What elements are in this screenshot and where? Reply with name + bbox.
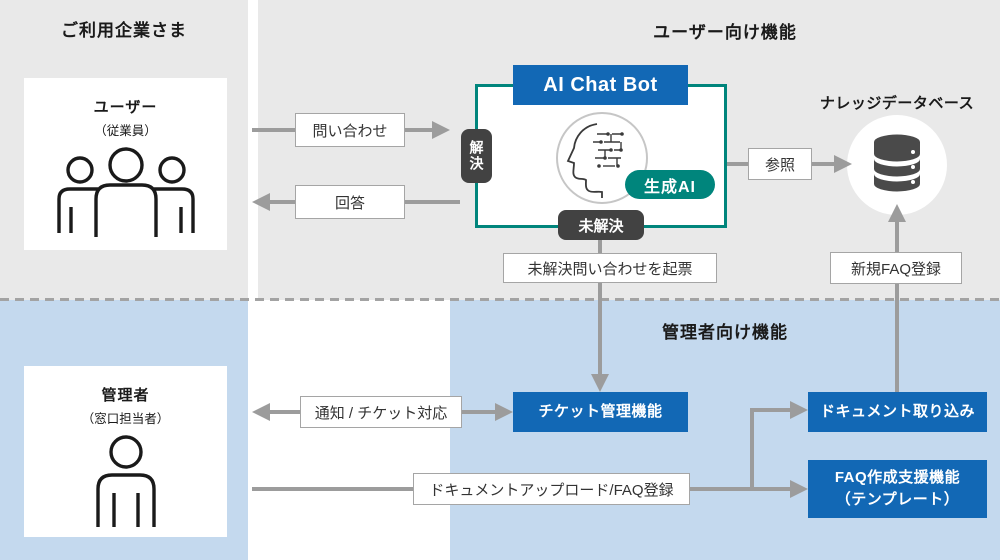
user-actor-subtitle: （従業員） <box>94 124 157 138</box>
resolved-badge: 解決 <box>461 129 492 183</box>
notify-label: 通知 / チケット対応 <box>300 396 462 428</box>
doc-upload-arrowhead <box>790 480 808 498</box>
user-features-section-title: ユーザー向け機能 <box>653 23 797 42</box>
doc-upload-branch-hline <box>750 408 790 412</box>
answer-label: 回答 <box>295 185 405 219</box>
faq-support-label-line1: FAQ作成支援機能 <box>834 469 961 487</box>
person-icon <box>88 435 164 532</box>
reference-arrowhead <box>834 155 852 173</box>
answer-arrowhead <box>252 193 270 211</box>
user-actor-card: ユーザー （従業員） <box>24 78 227 250</box>
ticket-management-label: チケット管理機能 <box>538 403 663 421</box>
doc-upload-label: ドキュメントアップロード/FAQ登録 <box>413 473 690 505</box>
knowledge-db-title: ナレッジデータベース <box>819 95 975 112</box>
user-actor-name: ユーザー <box>93 99 158 116</box>
inquiry-label: 問い合わせ <box>295 113 405 147</box>
admin-actor-name: 管理者 <box>101 387 150 404</box>
company-section-title: ご利用企業さま <box>61 21 187 40</box>
admin-features-section-title: 管理者向け機能 <box>662 323 788 342</box>
section-divider-dashed <box>0 298 1000 301</box>
admin-actor-card: 管理者 （窓口担当者） <box>24 366 227 537</box>
users-icon <box>50 145 202 242</box>
genai-badge: 生成AI <box>625 170 715 199</box>
admin-actor-subtitle: （窓口担当者） <box>81 412 170 426</box>
reference-label: 参照 <box>748 148 812 180</box>
unresolved-line <box>598 238 602 374</box>
doc-import-box: ドキュメント取り込み <box>808 392 987 432</box>
new-faq-label: 新規FAQ登録 <box>830 252 962 284</box>
new-faq-arrowhead <box>888 204 906 222</box>
faq-support-box: FAQ作成支援機能 （テンプレート） <box>808 460 987 518</box>
database-icon <box>873 134 921 197</box>
doc-import-arrowhead <box>790 401 808 419</box>
faq-support-label-line2: （テンプレート） <box>835 491 960 508</box>
notify-arrowhead-left <box>252 403 270 421</box>
new-faq-line <box>895 221 899 392</box>
notify-arrowhead-right <box>495 403 513 421</box>
ticket-management-box: チケット管理機能 <box>513 392 688 432</box>
unresolved-ticket-label: 未解決問い合わせを起票 <box>503 253 717 283</box>
ai-chatbot-title: AI Chat Bot <box>513 65 688 105</box>
doc-import-label: ドキュメント取り込み <box>819 403 975 421</box>
inquiry-arrowhead <box>432 121 450 139</box>
unresolved-arrowhead <box>591 374 609 392</box>
knowledge-db-circle <box>847 115 947 215</box>
doc-upload-branch-vline <box>750 410 754 491</box>
unresolved-badge: 未解決 <box>558 210 644 240</box>
